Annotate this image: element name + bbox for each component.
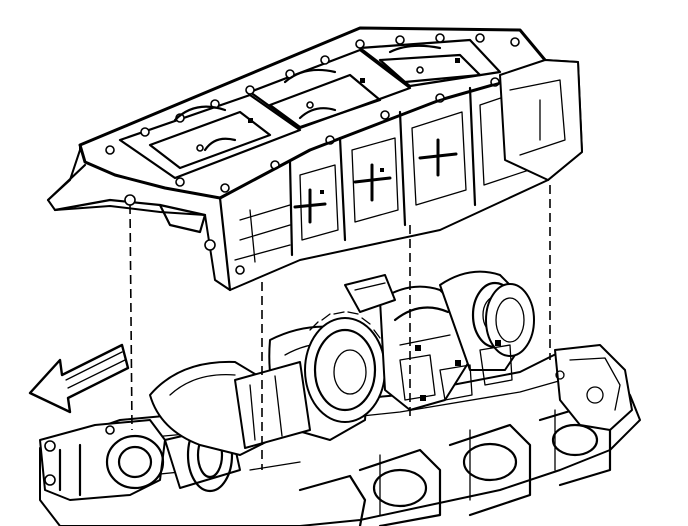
alignment-line [129, 204, 133, 431]
front-direction-arrow-icon [28, 343, 130, 414]
crankshaft [149, 270, 535, 493]
alignment-lines [129, 185, 551, 470]
crankcase-lower-half [46, 26, 583, 292]
